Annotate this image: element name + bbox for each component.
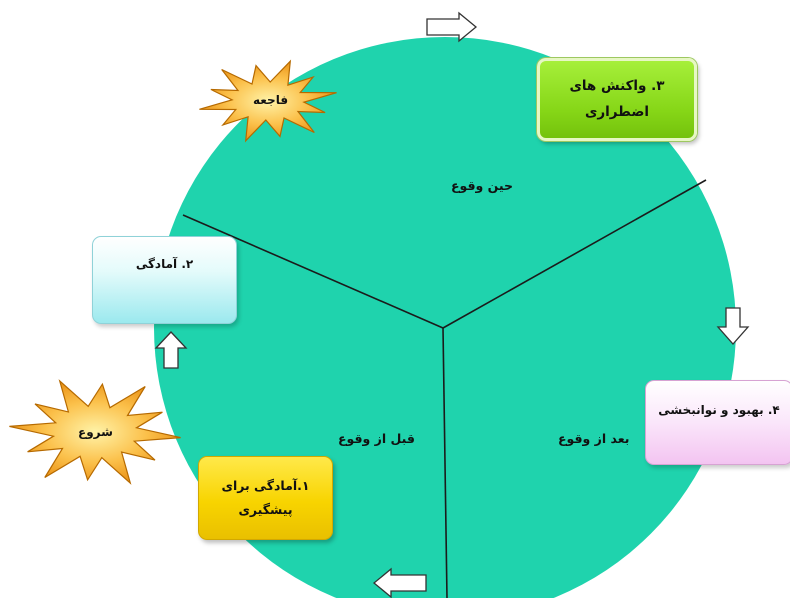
step-2-label: ۲. آمادگی	[135, 257, 194, 271]
arrow-down-icon	[716, 307, 750, 345]
phase-label-before: قبل از وقوع	[338, 431, 415, 446]
divider-line-right	[442, 179, 707, 329]
phase-label-after: بعد از وقوع	[558, 431, 630, 446]
step-4-label: ۴. بهبود و نوانبخشی	[658, 403, 780, 417]
arrow-left-icon	[372, 567, 427, 598]
start-burst-icon	[9, 379, 181, 485]
disaster-label: فاجعه	[253, 93, 289, 107]
phase-label-during: حین وقوع	[451, 178, 514, 193]
step-2-preparedness-box: ۲. آمادگی	[92, 236, 237, 324]
arrow-right-icon	[426, 11, 478, 43]
start-label: شروع	[78, 425, 113, 439]
step-3-emergency-response-box: ۳. واکنش های اضطراری	[537, 58, 697, 141]
disaster-burst-icon	[199, 59, 337, 143]
divider-line-left	[182, 214, 444, 329]
arrow-up-icon	[154, 331, 188, 369]
step-1-prevention-box: ۱.آمادگی برای پیشگیری	[198, 456, 333, 540]
step-3-label: ۳. واکنش های اضطراری	[569, 77, 665, 120]
step-1-label: ۱.آمادگی برای پیشگیری	[221, 478, 310, 517]
divider-line-bottom	[442, 327, 448, 598]
step-4-recovery-box: ۴. بهبود و نوانبخشی	[645, 380, 790, 465]
